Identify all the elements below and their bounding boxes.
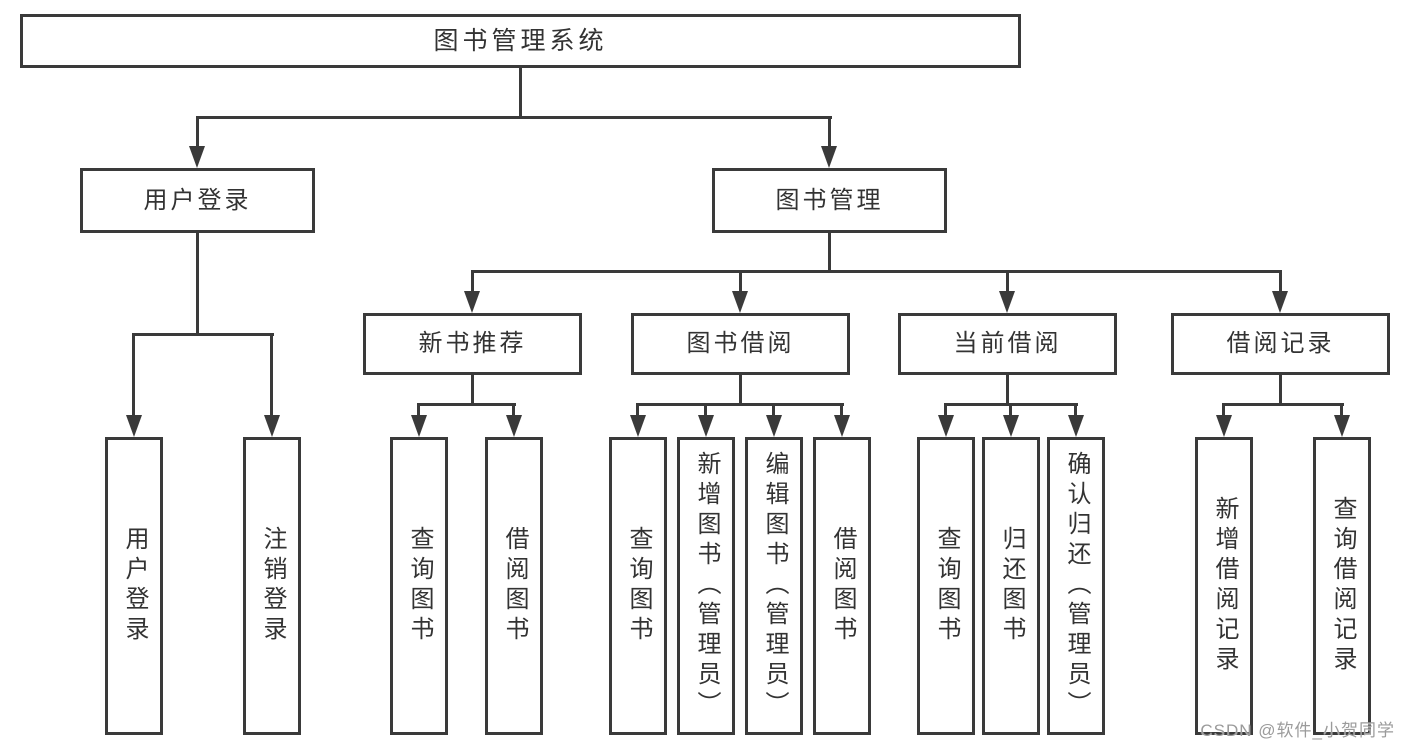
node-user-login: 用户登录 bbox=[80, 168, 315, 233]
connector-line bbox=[704, 403, 707, 419]
connector-line bbox=[1340, 403, 1343, 419]
connector-line bbox=[512, 403, 515, 419]
node-root-label: 图书管理系统 bbox=[433, 26, 608, 55]
node-current-borrowing-label: 当前借阅 bbox=[953, 330, 1062, 357]
node-new-book-recommendation-label: 新书推荐 bbox=[418, 330, 527, 357]
arrow-down-icon bbox=[766, 415, 782, 437]
node-leaf-cb-return-books: 归还图书 bbox=[982, 437, 1040, 735]
connector-line bbox=[1279, 375, 1282, 406]
connector-line bbox=[944, 403, 947, 419]
node-book-borrowing: 图书借阅 bbox=[631, 313, 850, 375]
arrow-down-icon bbox=[698, 415, 714, 437]
connector-line bbox=[471, 375, 474, 406]
connector-line bbox=[772, 403, 775, 419]
arrow-down-icon bbox=[630, 415, 646, 437]
arrow-down-icon bbox=[506, 415, 522, 437]
connector-line bbox=[196, 233, 199, 336]
node-current-borrowing: 当前借阅 bbox=[898, 313, 1117, 375]
connector-line bbox=[196, 116, 199, 148]
connector-line bbox=[828, 233, 831, 273]
arrow-down-icon bbox=[1334, 415, 1350, 437]
node-leaf-br-query-record-label: 查询借阅记录 bbox=[1329, 496, 1356, 676]
node-leaf-cb-return-books-label: 归还图书 bbox=[998, 526, 1025, 646]
node-leaf-bb-edit-books-admin: 编辑图书（管理员） bbox=[745, 437, 803, 735]
connector-line bbox=[417, 403, 420, 419]
connector-line bbox=[196, 116, 832, 119]
arrow-down-icon bbox=[732, 291, 748, 313]
connector-line bbox=[1279, 270, 1282, 295]
node-leaf-user-login-label: 用户登录 bbox=[121, 526, 148, 646]
arrow-down-icon bbox=[411, 415, 427, 437]
node-leaf-bb-query-books-label: 查询图书 bbox=[625, 526, 652, 646]
connector-line bbox=[739, 375, 742, 406]
arrow-down-icon bbox=[1272, 291, 1288, 313]
connector-line bbox=[840, 403, 843, 419]
arrow-down-icon bbox=[464, 291, 480, 313]
connector-line bbox=[1009, 403, 1012, 419]
connector-line bbox=[739, 270, 742, 295]
node-leaf-cb-query-books-label: 查询图书 bbox=[933, 526, 960, 646]
connector-line bbox=[1222, 403, 1225, 419]
node-leaf-logout-label: 注销登录 bbox=[259, 526, 286, 646]
connector-line bbox=[471, 270, 474, 295]
connector-line bbox=[636, 403, 639, 419]
connector-line bbox=[417, 403, 516, 406]
node-user-login-label: 用户登录 bbox=[143, 186, 252, 214]
watermark: CSDN @软件_小贺同学 bbox=[1200, 721, 1395, 740]
connector-line bbox=[270, 333, 273, 417]
arrow-down-icon bbox=[938, 415, 954, 437]
node-leaf-br-add-record: 新增借阅记录 bbox=[1195, 437, 1253, 735]
arrow-down-icon bbox=[821, 146, 837, 168]
node-book-management-label: 图书管理 bbox=[775, 186, 884, 214]
node-leaf-br-query-record: 查询借阅记录 bbox=[1313, 437, 1371, 735]
node-leaf-logout: 注销登录 bbox=[243, 437, 301, 735]
connector-line bbox=[636, 403, 844, 406]
connector-line bbox=[132, 333, 274, 336]
node-leaf-bb-add-books-admin-label: 新增图书（管理员） bbox=[693, 451, 720, 721]
node-leaf-bb-borrow-books-label: 借阅图书 bbox=[829, 526, 856, 646]
connector-line bbox=[519, 68, 522, 119]
connector-line bbox=[1006, 375, 1009, 406]
node-root: 图书管理系统 bbox=[20, 14, 1021, 68]
arrow-down-icon bbox=[999, 291, 1015, 313]
node-leaf-cb-query-books: 查询图书 bbox=[917, 437, 975, 735]
node-leaf-nb-borrow-books: 借阅图书 bbox=[485, 437, 543, 735]
node-leaf-bb-edit-books-admin-label: 编辑图书（管理员） bbox=[761, 451, 788, 721]
node-leaf-bb-query-books: 查询图书 bbox=[609, 437, 667, 735]
node-book-management: 图书管理 bbox=[712, 168, 947, 233]
connector-line bbox=[828, 116, 831, 148]
node-leaf-nb-query-books-label: 查询图书 bbox=[406, 526, 433, 646]
connector-line bbox=[132, 333, 135, 417]
arrow-down-icon bbox=[1216, 415, 1232, 437]
connector-line bbox=[471, 270, 1282, 273]
arrow-down-icon bbox=[264, 415, 280, 437]
node-leaf-bb-borrow-books: 借阅图书 bbox=[813, 437, 871, 735]
node-book-borrowing-label: 图书借阅 bbox=[686, 330, 795, 357]
connector-line bbox=[1006, 270, 1009, 295]
node-leaf-cb-confirm-return-admin: 确认归还（管理员） bbox=[1047, 437, 1105, 735]
node-leaf-nb-borrow-books-label: 借阅图书 bbox=[501, 526, 528, 646]
arrow-down-icon bbox=[1068, 415, 1084, 437]
node-leaf-nb-query-books: 查询图书 bbox=[390, 437, 448, 735]
arrow-down-icon bbox=[126, 415, 142, 437]
arrow-down-icon bbox=[189, 146, 205, 168]
arrow-down-icon bbox=[1003, 415, 1019, 437]
node-leaf-cb-confirm-return-admin-label: 确认归还（管理员） bbox=[1063, 451, 1090, 721]
node-new-book-recommendation: 新书推荐 bbox=[363, 313, 582, 375]
node-borrowing-records-label: 借阅记录 bbox=[1226, 330, 1335, 357]
connector-line bbox=[1222, 403, 1344, 406]
node-leaf-br-add-record-label: 新增借阅记录 bbox=[1211, 496, 1238, 676]
node-borrowing-records: 借阅记录 bbox=[1171, 313, 1390, 375]
arrow-down-icon bbox=[834, 415, 850, 437]
connector-line bbox=[1074, 403, 1077, 419]
node-leaf-user-login: 用户登录 bbox=[105, 437, 163, 735]
node-leaf-bb-add-books-admin: 新增图书（管理员） bbox=[677, 437, 735, 735]
